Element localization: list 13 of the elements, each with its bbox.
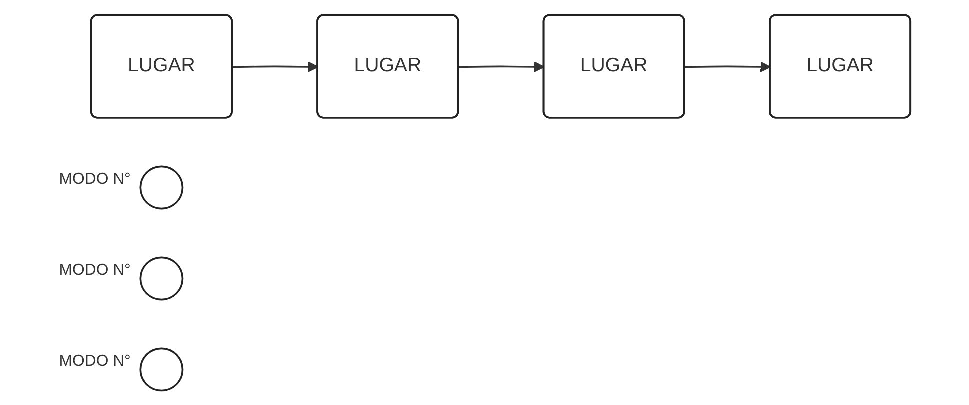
- circle: [139, 165, 184, 210]
- mode-label: MODO N°: [58, 261, 130, 278]
- circle: [139, 256, 184, 300]
- place-box: LUGAR: [90, 14, 233, 118]
- arrow: [232, 61, 318, 72]
- circle: [139, 347, 184, 392]
- mode-label: MODO N°: [58, 352, 130, 370]
- place-box: LUGAR: [542, 14, 685, 118]
- arrow: [458, 61, 544, 72]
- place-box: LUGAR: [316, 14, 459, 118]
- mode-label: MODO N°: [58, 170, 130, 188]
- arrow: [684, 61, 771, 72]
- place-box: LUGAR: [768, 14, 912, 118]
